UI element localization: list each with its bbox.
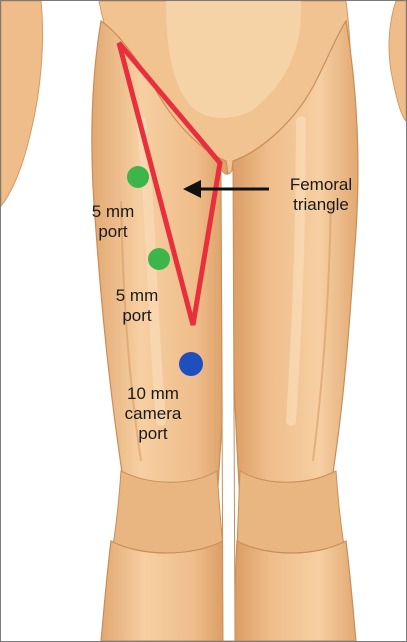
left-arm: [1, 1, 43, 206]
right-shin: [233, 541, 356, 641]
femoral-triangle-label: Femoral triangle: [271, 175, 371, 215]
port2-label: 5 mm port: [107, 286, 167, 326]
right-hand: [389, 1, 406, 121]
left-shin: [101, 541, 226, 641]
camera-port-dot-blue: [179, 352, 203, 376]
port-dot-green-upper: [127, 166, 149, 188]
camera-port-label: 10 mm camera port: [113, 384, 193, 444]
groin-gap: [221, 169, 235, 641]
right-knee: [237, 471, 344, 557]
left-knee: [113, 471, 223, 557]
port1-label: 5 mm port: [83, 202, 143, 242]
port-dot-green-lower: [148, 248, 170, 270]
